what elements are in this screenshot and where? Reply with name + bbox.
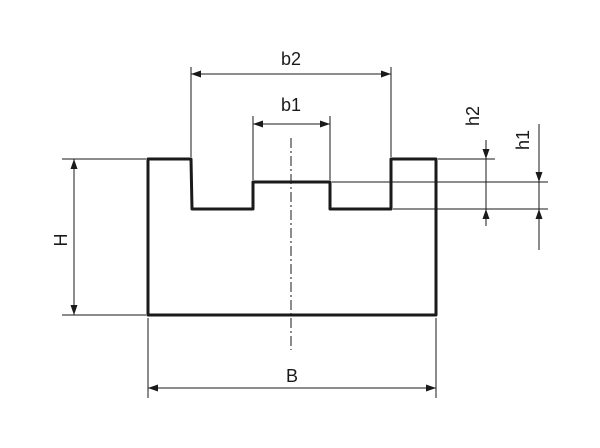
b2-dimension: b2 [190,49,392,157]
h2-label: h2 [463,106,483,126]
B-label: B [286,366,298,386]
H-label: H [51,234,71,247]
h2-dimension: h2 [463,106,490,226]
b2-label: b2 [281,49,301,69]
h1-dimension: h1 [513,124,543,250]
b1-dimension: b1 [252,95,331,180]
profile-outline [146,157,438,317]
height-extension-lines [332,158,548,210]
H-dimension: H [51,158,146,316]
h1-label: h1 [513,130,533,150]
B-dimension: B [147,318,437,398]
b1-label: b1 [281,95,301,115]
